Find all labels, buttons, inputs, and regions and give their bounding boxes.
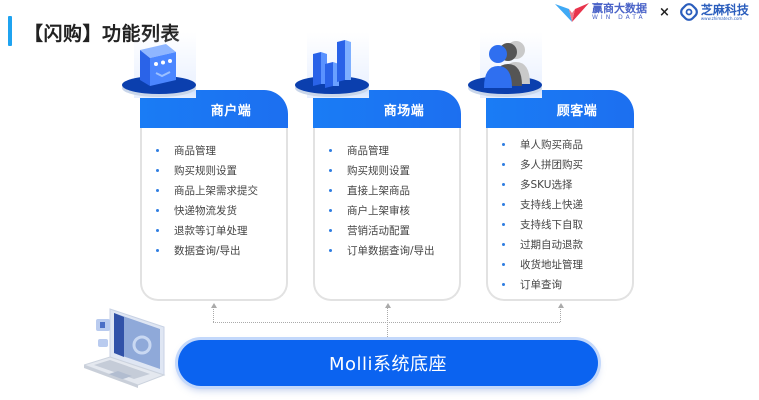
win-data-en: WIN DATA bbox=[592, 14, 646, 21]
list-item: 退款等订单处理 bbox=[156, 220, 286, 240]
list-item: 购买规则设置 bbox=[156, 160, 286, 180]
bullet-icon bbox=[502, 222, 505, 226]
zhima-logo-icon bbox=[679, 3, 698, 21]
bullet-icon bbox=[329, 168, 332, 172]
base-platform-label: Molli系统底座 bbox=[328, 354, 448, 375]
base-platform: Molli系统底座 bbox=[178, 340, 598, 386]
list-item: 商品管理 bbox=[329, 140, 459, 160]
win-data-name: 赢商大数据 bbox=[592, 2, 647, 15]
zhima-url: www.zhimatech.com bbox=[700, 15, 743, 21]
list-item: 快递物流发货 bbox=[156, 200, 286, 220]
list-item: 多人拼团购买 bbox=[502, 154, 632, 174]
connector-line bbox=[213, 322, 560, 323]
bullet-icon bbox=[329, 228, 332, 232]
bullet-icon bbox=[156, 228, 159, 232]
partner-logos: 赢商大数据 WIN DATA × 芝麻科技 www.zhimatech.com bbox=[555, 0, 749, 24]
list-item: 商户上架审核 bbox=[329, 200, 459, 220]
card-mall: 商场端 商品管理 购买规则设置 直接上架商品 商户上架审核 营销活动配置 订单数… bbox=[295, 32, 461, 301]
bullet-icon bbox=[329, 188, 332, 192]
list-item: 数据查询/导出 bbox=[156, 240, 286, 260]
bullet-icon bbox=[502, 202, 505, 206]
bullet-icon bbox=[156, 168, 159, 172]
bullet-icon bbox=[502, 142, 505, 146]
arrow-up-icon bbox=[557, 303, 564, 308]
list-item: 直接上架商品 bbox=[329, 180, 459, 200]
win-data-logo-icon bbox=[555, 1, 589, 23]
card-header: 顾客端 bbox=[468, 32, 634, 128]
list-item: 订单数据查询/导出 bbox=[329, 240, 459, 260]
connector-line bbox=[560, 307, 561, 322]
card-title: 商户端 bbox=[210, 103, 252, 119]
card-customer: 顾客端 单人购买商品 多人拼团购买 多SKU选择 支持线上快递 支持线下自取 过… bbox=[468, 32, 634, 301]
bullet-icon bbox=[156, 188, 159, 192]
card-merchant: 商户端 商品管理 购买规则设置 商品上架需求提交 快递物流发货 退款等订单处理 … bbox=[122, 32, 288, 301]
arrow-up-icon bbox=[384, 303, 391, 308]
bullet-icon bbox=[156, 248, 159, 252]
bullet-icon bbox=[156, 208, 159, 212]
list-item: 支持线上快递 bbox=[502, 194, 632, 214]
bar-chart-buildings-icon bbox=[295, 32, 381, 100]
bullet-icon bbox=[502, 182, 505, 186]
list-item: 订单查询 bbox=[502, 274, 632, 294]
users-icon bbox=[468, 32, 554, 100]
zhima-name: 芝麻科技 bbox=[700, 2, 749, 17]
bullet-icon bbox=[502, 262, 505, 266]
list-item: 多SKU选择 bbox=[502, 174, 632, 194]
list-item: 支持线下自取 bbox=[502, 214, 632, 234]
card-header: 商户端 bbox=[122, 32, 288, 128]
connector-line bbox=[387, 307, 388, 341]
bullet-icon bbox=[502, 242, 505, 246]
card-header: 商场端 bbox=[295, 32, 461, 128]
list-item: 购买规则设置 bbox=[329, 160, 459, 180]
feature-list: 商品管理 购买规则设置 商品上架需求提交 快递物流发货 退款等订单处理 数据查询… bbox=[140, 128, 288, 301]
title-accent-bar bbox=[8, 16, 12, 46]
arrow-up-icon bbox=[210, 303, 217, 308]
list-item: 过期自动退款 bbox=[502, 234, 632, 254]
list-item: 收货地址管理 bbox=[502, 254, 632, 274]
feature-list: 商品管理 购买规则设置 直接上架商品 商户上架审核 营销活动配置 订单数据查询/… bbox=[313, 128, 461, 301]
list-item: 商品上架需求提交 bbox=[156, 180, 286, 200]
list-item: 营销活动配置 bbox=[329, 220, 459, 240]
bullet-icon bbox=[329, 148, 332, 152]
bullet-icon bbox=[156, 148, 159, 152]
bullet-icon bbox=[502, 162, 505, 166]
connector-line bbox=[213, 307, 214, 322]
bullet-icon bbox=[329, 208, 332, 212]
bullet-icon bbox=[502, 282, 505, 286]
list-item: 商品管理 bbox=[156, 140, 286, 160]
building-icon bbox=[122, 32, 208, 100]
bullet-icon bbox=[329, 248, 332, 252]
card-title: 商场端 bbox=[383, 103, 425, 119]
card-title: 顾客端 bbox=[556, 103, 598, 119]
laptop-icon bbox=[82, 305, 194, 397]
feature-list: 单人购买商品 多人拼团购买 多SKU选择 支持线上快递 支持线下自取 过期自动退… bbox=[486, 128, 634, 301]
logo-separator: × bbox=[659, 4, 670, 20]
list-item: 单人购买商品 bbox=[502, 134, 632, 154]
